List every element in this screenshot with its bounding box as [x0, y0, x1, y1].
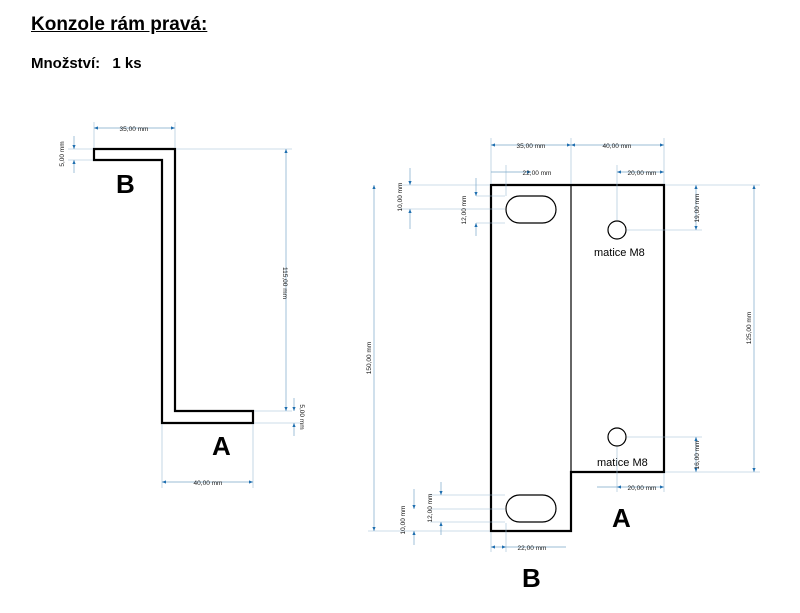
flat-label-b: B [522, 563, 541, 593]
dim-side-top-width: 35,00 mm [120, 126, 149, 133]
quantity-label: Množství: [31, 55, 101, 72]
dim-flat-hole-bottom-y: 16,00 mm [694, 441, 701, 470]
dim-flat-slot-top-h: 12,00 mm [461, 196, 468, 225]
dim-flat-slot-bottom-h: 12,00 mm [427, 494, 434, 523]
dim-flat-slot-bottom-x: 22,00 mm [518, 545, 547, 552]
flat-plate-outline [489, 183, 666, 533]
dim-side-top-thickness: 5,00 mm [59, 141, 66, 166]
note-nut-top: matice M8 [594, 247, 645, 259]
dim-flat-left-width: 35,00 mm [517, 143, 546, 150]
dim-flat-hole-top-x: 20,00 mm [628, 170, 657, 177]
dim-flat-right-height: 125,00 mm [746, 312, 753, 345]
z-profile [92, 147, 255, 425]
dim-side-bottom-width: 40,00 mm [194, 480, 223, 487]
dim-flat-total-height: 150,00 mm [366, 342, 373, 375]
quantity-value: 1 ks [112, 55, 142, 72]
dim-flat-hole-top-y: 19,00 mm [694, 194, 701, 223]
flat-view: matice M8 matice M8 35,00 mm 40,00 mm 22… [366, 138, 760, 593]
slot-bottom [505, 494, 557, 523]
dim-flat-slot-bottom-y: 10,00 mm [400, 506, 407, 535]
slot-top [505, 195, 557, 224]
dim-flat-slot-top-y: 10,00 mm [397, 183, 404, 212]
drawing-title: Konzole rám pravá: [31, 14, 208, 35]
side-label-a: A [212, 431, 231, 461]
flat-label-a: A [612, 503, 631, 533]
quantity-line: Množství: 1 ks [31, 55, 150, 72]
side-view: 35,00 mm 5,00 mm 115,00 mm 5,00 mm 40,00… [59, 122, 305, 488]
side-label-b: B [116, 169, 135, 199]
dim-flat-right-width: 40,00 mm [603, 143, 632, 150]
hole-bottom-m8 [607, 427, 627, 447]
dim-flat-hole-bottom-x: 20,00 mm [628, 485, 657, 492]
hole-top-m8 [607, 220, 627, 240]
dim-flat-slot-top-x: 22,00 mm [523, 170, 552, 177]
dim-side-height: 115,00 mm [281, 267, 288, 299]
dim-side-bottom-thickness: 5,00 mm [298, 404, 305, 429]
note-nut-bottom: matice M8 [597, 457, 648, 469]
